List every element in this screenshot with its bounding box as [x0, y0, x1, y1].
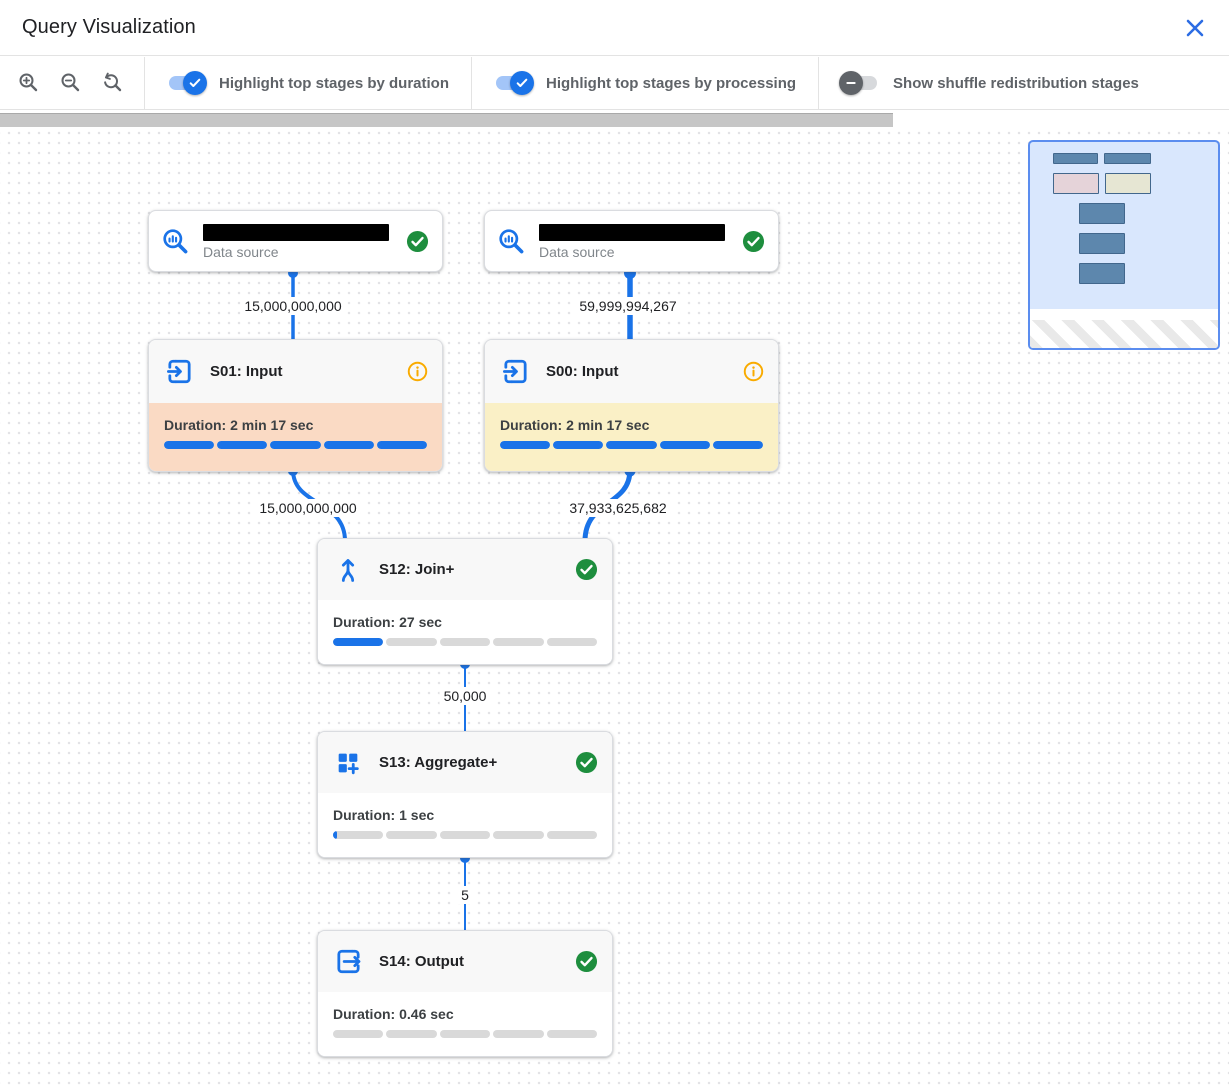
- minimap-node: [1079, 263, 1125, 284]
- node-stage-s14[interactable]: S14: Output Duration: 0.46 sec: [317, 930, 613, 1057]
- toggle-label-duration: Highlight top stages by duration: [219, 74, 449, 92]
- check-icon: [510, 71, 534, 95]
- toggle-group-processing: Highlight top stages by processing: [472, 71, 818, 95]
- input-icon: [163, 357, 195, 386]
- stage-title: S12: Join+: [379, 561, 455, 578]
- toolbar-divider: [144, 57, 145, 109]
- horizontal-scrollbar-track: [0, 111, 1229, 131]
- page-title: Query Visualization: [22, 16, 196, 38]
- redacted-table-name: [203, 223, 389, 241]
- join-icon: [332, 556, 364, 584]
- toggle-label-processing: Highlight top stages by processing: [546, 74, 797, 92]
- minimap-node: [1053, 153, 1098, 164]
- minimap-node: [1079, 233, 1125, 254]
- progress-bar: [333, 831, 598, 839]
- edge-row-count: 15,000,000,000: [240, 297, 346, 315]
- node-stage-s01[interactable]: S01: Input Duration: 2 min 17 sec: [148, 339, 443, 472]
- info-icon[interactable]: [743, 361, 764, 382]
- node-data-source-1[interactable]: Data source: [148, 210, 443, 272]
- data-source-icon: [495, 228, 527, 255]
- minimap-node: [1104, 153, 1151, 164]
- data-source-icon: [159, 228, 191, 255]
- node-stage-s00[interactable]: S00: Input Duration: 2 min 17 sec: [484, 339, 779, 472]
- horizontal-scrollbar[interactable]: [0, 113, 893, 127]
- stage-title: S13: Aggregate+: [379, 754, 498, 771]
- toolbar-divider: [471, 57, 472, 109]
- info-icon[interactable]: [407, 361, 428, 382]
- edge-row-count: 15,000,000,000: [255, 499, 361, 517]
- redacted-table-name: [539, 223, 725, 241]
- aggregate-icon: [332, 749, 364, 777]
- progress-bar: [164, 441, 428, 449]
- reset-zoom-icon[interactable]: [100, 70, 126, 96]
- stage-title: S14: Output: [379, 953, 464, 970]
- data-source-label: Data source: [539, 243, 615, 260]
- toggle-show-shuffle[interactable]: [839, 71, 879, 95]
- minus-icon: [839, 71, 864, 95]
- minimap-node-highlight-processing: [1105, 173, 1151, 194]
- zoom-in-icon[interactable]: [16, 70, 42, 96]
- edge-row-count: 50,000: [439, 687, 491, 705]
- toggle-group-shuffle: Show shuffle redistribution stages: [819, 71, 1161, 95]
- stage-title: S00: Input: [546, 363, 619, 380]
- minimap-node: [1079, 203, 1125, 224]
- duration-label: Duration: 2 min 17 sec: [500, 417, 650, 433]
- minimap-node-highlight-duration: [1053, 173, 1099, 194]
- success-icon: [575, 950, 598, 973]
- progress-bar: [333, 1030, 598, 1038]
- node-stage-s13[interactable]: S13: Aggregate+ Duration: 1 sec: [317, 731, 613, 858]
- node-stage-s12[interactable]: S12: Join+ Duration: 27 sec: [317, 538, 613, 665]
- close-icon[interactable]: [1183, 16, 1207, 40]
- success-icon: [406, 230, 429, 253]
- zoom-out-icon[interactable]: [58, 70, 84, 96]
- toggle-highlight-duration[interactable]: [167, 71, 207, 95]
- duration-label: Duration: 0.46 sec: [333, 1006, 454, 1022]
- panel-header: Query Visualization: [0, 0, 1229, 56]
- edge-row-count: 37,933,625,682: [565, 499, 671, 517]
- toggle-highlight-processing[interactable]: [494, 71, 534, 95]
- edge-row-count: 59,999,994,267: [575, 297, 681, 315]
- minimap-out-of-bounds: [1030, 320, 1218, 348]
- stage-title: S01: Input: [210, 363, 283, 380]
- output-icon: [332, 947, 364, 976]
- graph-canvas[interactable]: [0, 110, 1229, 1090]
- input-icon: [499, 357, 531, 386]
- toggle-label-shuffle: Show shuffle redistribution stages: [893, 74, 1139, 92]
- progress-bar: [500, 441, 764, 449]
- toggle-group-duration: Highlight top stages by duration: [145, 71, 471, 95]
- minimap-empty-area: [1030, 309, 1218, 320]
- success-icon: [575, 558, 598, 581]
- check-icon: [183, 71, 207, 95]
- data-source-label: Data source: [203, 243, 279, 260]
- toolbar: Highlight top stages by duration Highlig…: [0, 57, 1229, 110]
- progress-bar: [333, 638, 598, 646]
- zoom-controls: [0, 70, 144, 96]
- success-icon: [742, 230, 765, 253]
- minimap[interactable]: [1028, 140, 1220, 350]
- duration-label: Duration: 27 sec: [333, 614, 442, 630]
- toolbar-divider: [818, 57, 820, 109]
- node-data-source-2[interactable]: Data source: [484, 210, 779, 272]
- success-icon: [575, 751, 598, 774]
- duration-label: Duration: 1 sec: [333, 807, 435, 823]
- edge-row-count: 5: [457, 886, 473, 904]
- duration-label: Duration: 2 min 17 sec: [164, 417, 314, 433]
